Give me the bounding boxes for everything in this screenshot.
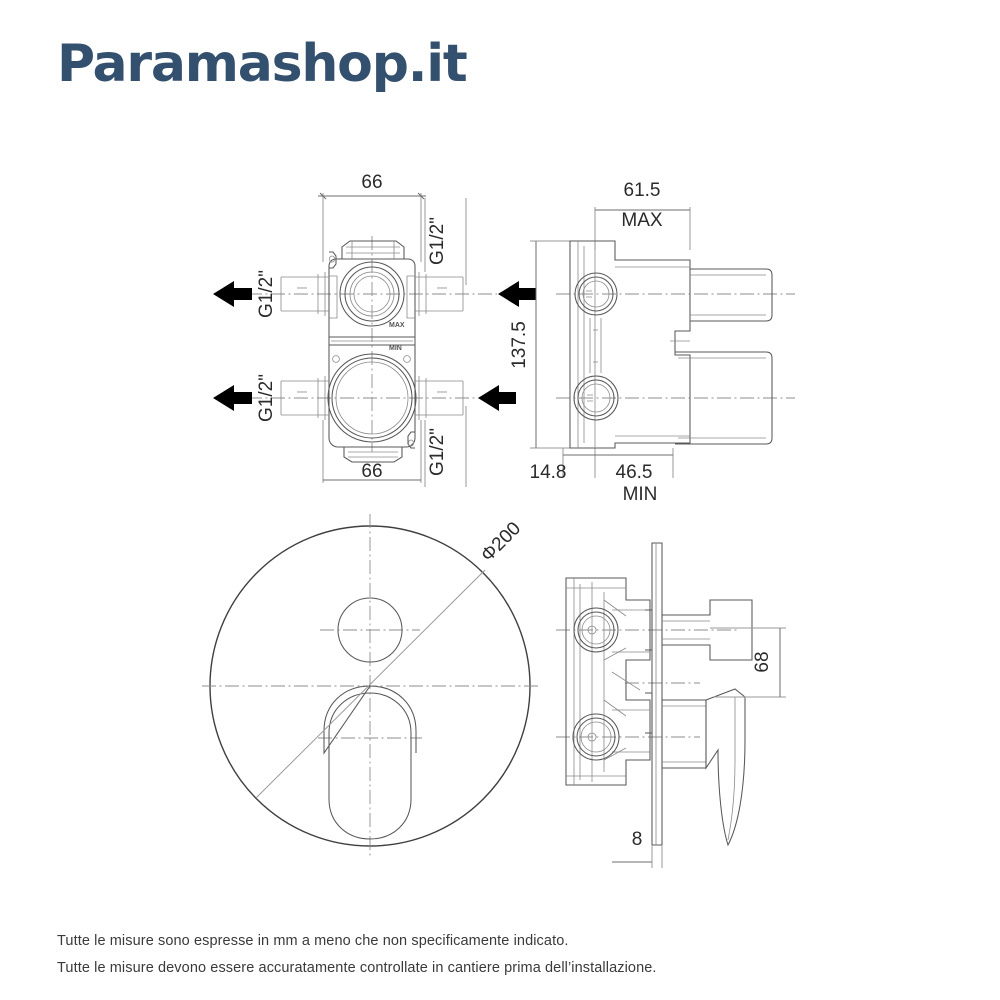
front-lower-cartridge: [327, 353, 417, 443]
front-port-top-right: G1/2": [415, 198, 536, 316]
assembly-body: [565, 577, 651, 786]
front-arrow-top-left-icon: [213, 281, 252, 307]
front-body-min-mark: MIN: [389, 345, 402, 352]
plate-diverter-knob: [337, 597, 403, 663]
plate-diameter-leader: [255, 569, 486, 799]
side-height-value: 137.5: [509, 321, 530, 369]
side-body-outline: [569, 240, 773, 449]
front-port-bottom-left: G1/2": [213, 374, 329, 422]
side-view: 61.5 MAX 137.5 14.8 46.5 MIN: [509, 180, 795, 505]
assembly-side-view: 68 8: [556, 542, 786, 868]
front-port-bottom-right: G1/2": [415, 376, 516, 487]
side-depth-min-label: MIN: [623, 484, 658, 505]
front-port-bottom-right-label: G1/2": [427, 428, 448, 476]
footer-note-line-2: Tutte le misure devono essere accuratame…: [57, 960, 657, 976]
front-body-outline: [328, 240, 416, 463]
assembly-lever-handle: [661, 688, 746, 847]
front-arrow-bottom-left-icon: [213, 385, 252, 411]
front-view: 66 66: [213, 172, 536, 487]
side-depth-min-value: 46.5: [616, 462, 653, 483]
front-upper-cartridge: [339, 261, 405, 327]
side-bottom-dimensions: 14.8 46.5 MIN: [530, 448, 674, 505]
assembly-handle-height-dimension: 68: [710, 627, 786, 698]
assembly-handle-height-value: 68: [752, 651, 773, 672]
plate-front-view: Φ200: [202, 514, 538, 858]
assembly-diverter-knob: [661, 599, 753, 661]
side-depth-max-value: 61.5: [624, 180, 661, 201]
front-port-bottom-left-label: G1/2": [256, 374, 277, 422]
side-height-dimension: 137.5: [509, 240, 600, 449]
footer-note-line-1: Tutte le misure sono espresse in mm a me…: [57, 933, 569, 949]
front-arrow-bottom-right-icon: [478, 385, 516, 411]
front-width-top-dimension: 66: [318, 172, 426, 262]
assembly-plate-thickness-dimension: 8: [612, 829, 663, 868]
front-width-bottom-value: 66: [361, 461, 382, 482]
assembly-escutcheon-plate: [645, 542, 663, 846]
side-depth-max-dimension: 61.5 MAX: [594, 180, 691, 250]
brand-logo: Paramashop.it: [57, 34, 468, 94]
front-port-top-left-label: G1/2": [256, 270, 277, 318]
side-flange-value: 14.8: [530, 462, 567, 483]
assembly-plate-thickness-value: 8: [632, 829, 643, 850]
side-depth-max-label: MAX: [621, 210, 663, 231]
front-body-max-mark: MAX: [389, 322, 405, 329]
front-arrow-top-right-icon: [498, 281, 536, 307]
front-width-bottom-dimension: 66: [322, 420, 422, 483]
front-width-top-value: 66: [361, 172, 382, 193]
front-port-top-left: G1/2": [213, 270, 329, 318]
plate-diameter-value: Φ200: [477, 518, 525, 566]
footer-notes: Tutte le misure sono espresse in mm a me…: [57, 928, 937, 982]
front-port-top-right-label: G1/2": [427, 217, 448, 265]
